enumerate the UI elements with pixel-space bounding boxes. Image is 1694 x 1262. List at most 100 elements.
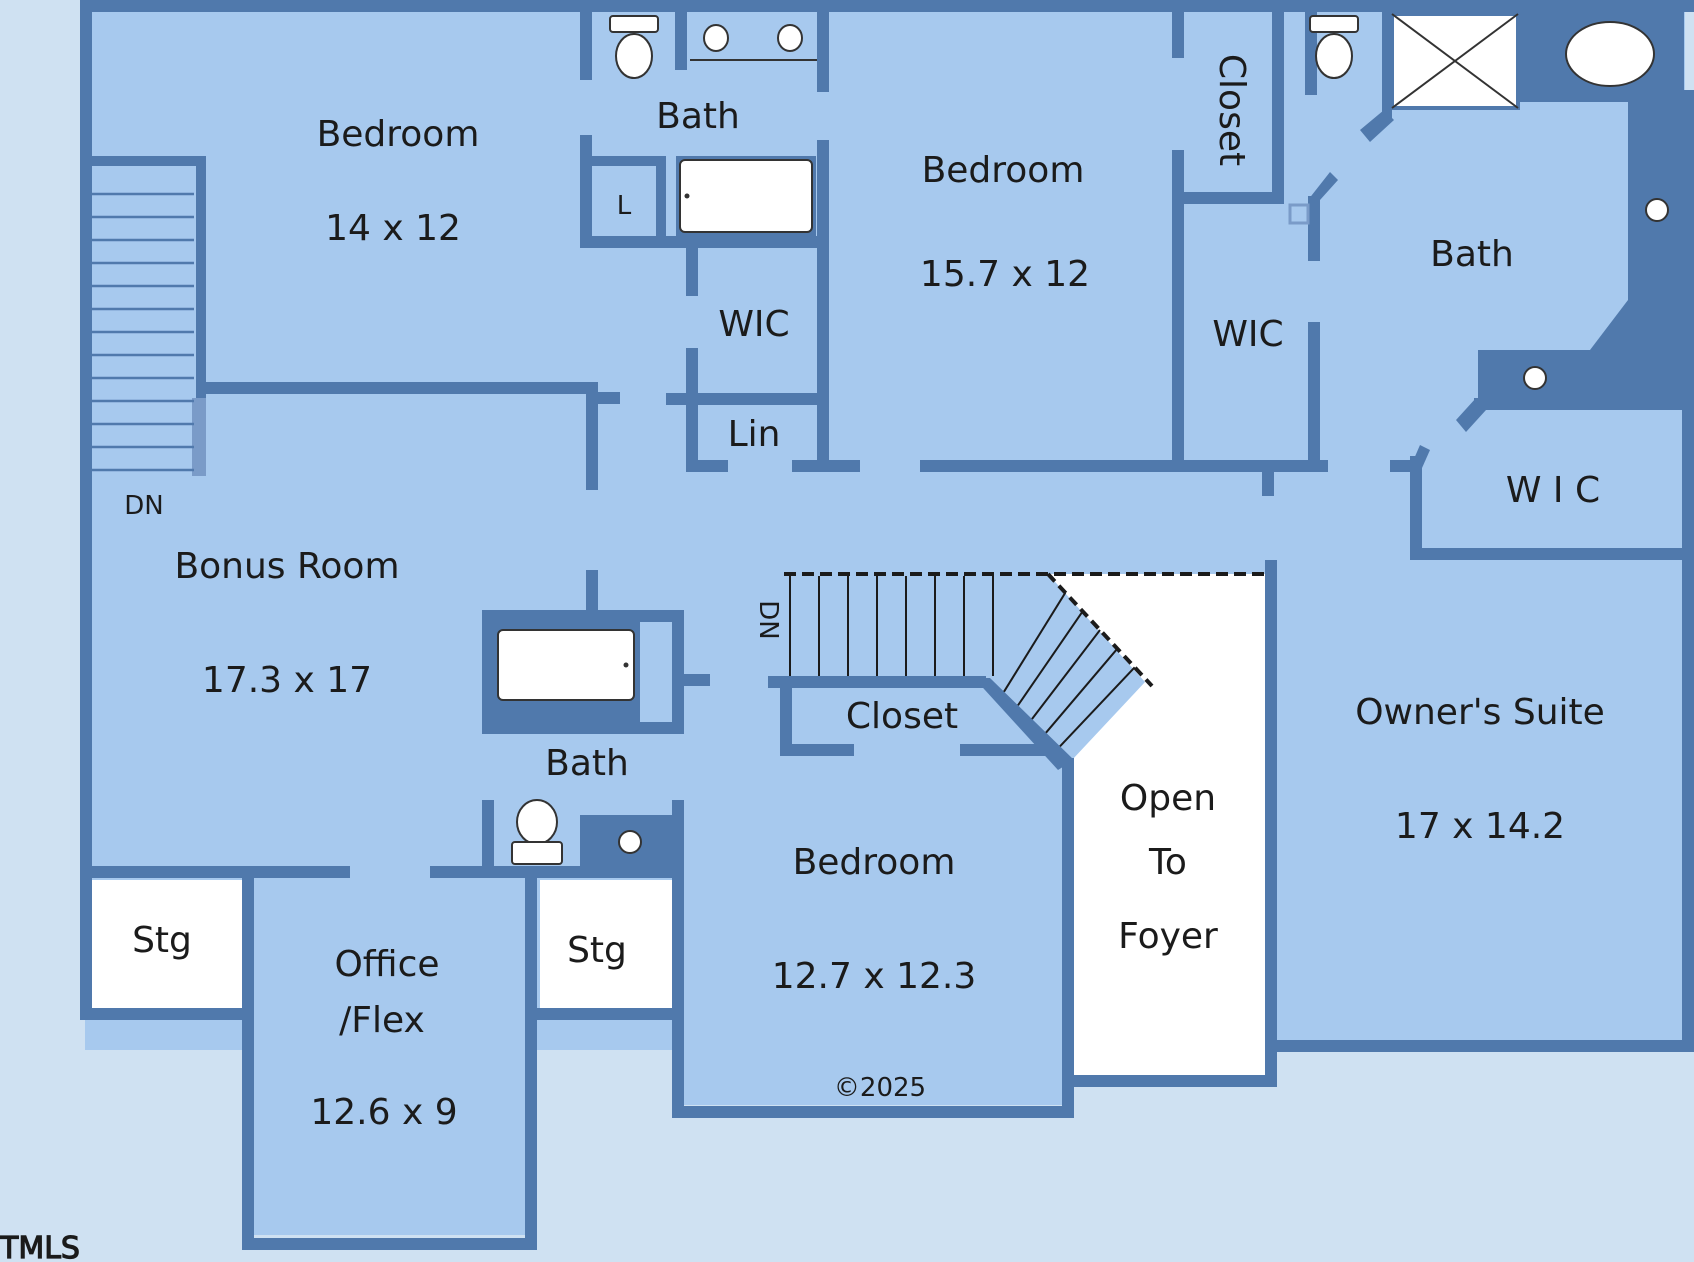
- wall-office-bottom: [242, 1238, 537, 1250]
- stg-right-area: [540, 880, 674, 1008]
- open-areas: [92, 574, 1265, 1075]
- label-wic-right: WIC: [1212, 314, 1283, 355]
- wall-owner-wic-bottom: [1410, 548, 1694, 560]
- wall-wic-r-right-top: [1308, 196, 1320, 261]
- wall-wic-r-stub: [1262, 460, 1274, 496]
- wall-left-bottom: [80, 1008, 242, 1020]
- wall-wic-r-right: [1308, 322, 1320, 472]
- lower-bathtub-icon: [494, 622, 640, 722]
- wall-bath-top-right: [817, 0, 829, 92]
- size-office: 12.6 x 9: [310, 1092, 457, 1133]
- wall-foyer-right: [1265, 560, 1277, 1087]
- wall-lbath-right: [672, 610, 684, 734]
- wall-shower-left: [1382, 10, 1392, 120]
- label-wic-center: WIC: [718, 304, 789, 345]
- wall-stg-right-bottom: [537, 1008, 677, 1020]
- wall-bed-se-bottom: [672, 1106, 1072, 1118]
- wall-bonus-top-post: [586, 382, 598, 490]
- chute-icon: [1288, 203, 1310, 225]
- open-foyer-area: [1048, 574, 1265, 1075]
- label-open-to-foyer-3: Foyer: [1118, 916, 1218, 957]
- label-bath-owner: Bath: [1430, 234, 1514, 275]
- label-closet-top: Closet: [1211, 54, 1252, 166]
- bathtub-icon: [676, 156, 816, 236]
- wall-bath-top-mid: [675, 0, 687, 70]
- wall-wic-left-b: [686, 348, 698, 472]
- size-bonus: 17.3 x 17: [202, 660, 372, 701]
- owner-bath-vanity-corner: [1590, 300, 1684, 400]
- wall-linen-left: [580, 135, 592, 247]
- toilet-icon: [609, 15, 659, 79]
- size-bedroom-se: 12.7 x 12.3: [772, 956, 977, 997]
- wall-closet-stair-bottom-a: [780, 744, 854, 756]
- wall-stg-left-right: [242, 875, 254, 915]
- wall-lin-bottom-b: [792, 460, 860, 472]
- label-bonus: Bonus Room: [174, 546, 399, 587]
- wall-top: [80, 0, 1694, 12]
- wall-bonus-top: [196, 382, 598, 394]
- label-bedroom-se: Bedroom: [793, 842, 956, 883]
- label-stg-right: Stg: [567, 930, 627, 971]
- label-dn-center: DN: [753, 600, 783, 639]
- west-stair: [92, 166, 206, 476]
- lower-sink-icon: [618, 830, 642, 854]
- label-bedroom-mid: Bedroom: [922, 150, 1085, 191]
- wall-bed-se-left: [672, 800, 684, 1118]
- wall-linen-top: [580, 156, 660, 166]
- label-lin: Lin: [728, 414, 781, 455]
- label-open-to-foyer-2: To: [1148, 842, 1187, 883]
- size-bedroom-nw: 14 x 12: [325, 208, 461, 249]
- wall-lbath-left: [482, 610, 494, 734]
- wall-office-left: [242, 875, 254, 1250]
- wall-wstair-right: [196, 156, 206, 476]
- stair-tread: [1031, 629, 1101, 720]
- label-bedroom-nw: Bedroom: [317, 114, 480, 155]
- wall-wic-left: [686, 236, 698, 296]
- wall-lbath-lower-left: [482, 800, 494, 878]
- wall-left: [80, 0, 92, 1020]
- wall-lbath-top-post: [586, 570, 598, 610]
- label-stg-left: Stg: [132, 920, 192, 961]
- walls: [80, 0, 1694, 1250]
- wall-linen-right: [656, 156, 666, 236]
- wall-lbath-right-stub: [684, 674, 710, 686]
- wall-lbath-tub-bottom: [482, 722, 672, 734]
- stair-tread: [1059, 666, 1136, 748]
- wall-closet-diagonal: [974, 678, 1074, 770]
- wall-closet-stair-left: [780, 676, 792, 756]
- wall-lin-top: [666, 393, 826, 405]
- wall-door-jamb-a: [1308, 172, 1338, 200]
- label-bath-top: Bath: [656, 96, 740, 137]
- owner-sink-icon: [1523, 198, 1669, 390]
- wall-owner-wic-jamb: [1456, 398, 1486, 432]
- wall-wstair-top: [92, 156, 204, 166]
- wall-owner-bath-left: [1305, 0, 1317, 95]
- size-bedroom-mid: 15.7 x 12: [920, 254, 1090, 295]
- wall-closet-bottom: [1172, 192, 1284, 204]
- room-fills: [85, 10, 1685, 1235]
- stair-tread: [1017, 610, 1084, 706]
- wall-closet-left: [1172, 150, 1184, 472]
- wall-right: [1682, 90, 1694, 1052]
- wall-owner-wic-left: [1410, 456, 1422, 560]
- wall-closet-left-top: [1172, 0, 1184, 58]
- label-closet-stair: Closet: [846, 696, 958, 737]
- label-open-to-foyer-1: Open: [1120, 778, 1216, 819]
- fixtures: [494, 12, 1669, 865]
- shower-icon: [1390, 12, 1520, 110]
- label-linen: L: [617, 191, 632, 221]
- oval-tub-icon: [1565, 21, 1655, 87]
- wall-owner-bottom: [1265, 1040, 1694, 1052]
- stg-left-area: [92, 880, 242, 1008]
- wall-stg-top-a: [80, 866, 350, 878]
- label-wic-owner: W I C: [1506, 470, 1600, 511]
- label-office-2: /Flex: [339, 1000, 425, 1041]
- wall-closet-right: [1272, 0, 1284, 204]
- label-owners-suite: Owner's Suite: [1355, 692, 1605, 733]
- label-bath-lower: Bath: [545, 743, 629, 784]
- watermark: TMLS: [0, 1231, 80, 1262]
- copyright: ©2025: [834, 1073, 926, 1103]
- size-owners-suite: 17 x 14.2: [1395, 806, 1565, 847]
- wall-closet-stair-top: [768, 676, 986, 688]
- stair-tread: [1003, 592, 1067, 693]
